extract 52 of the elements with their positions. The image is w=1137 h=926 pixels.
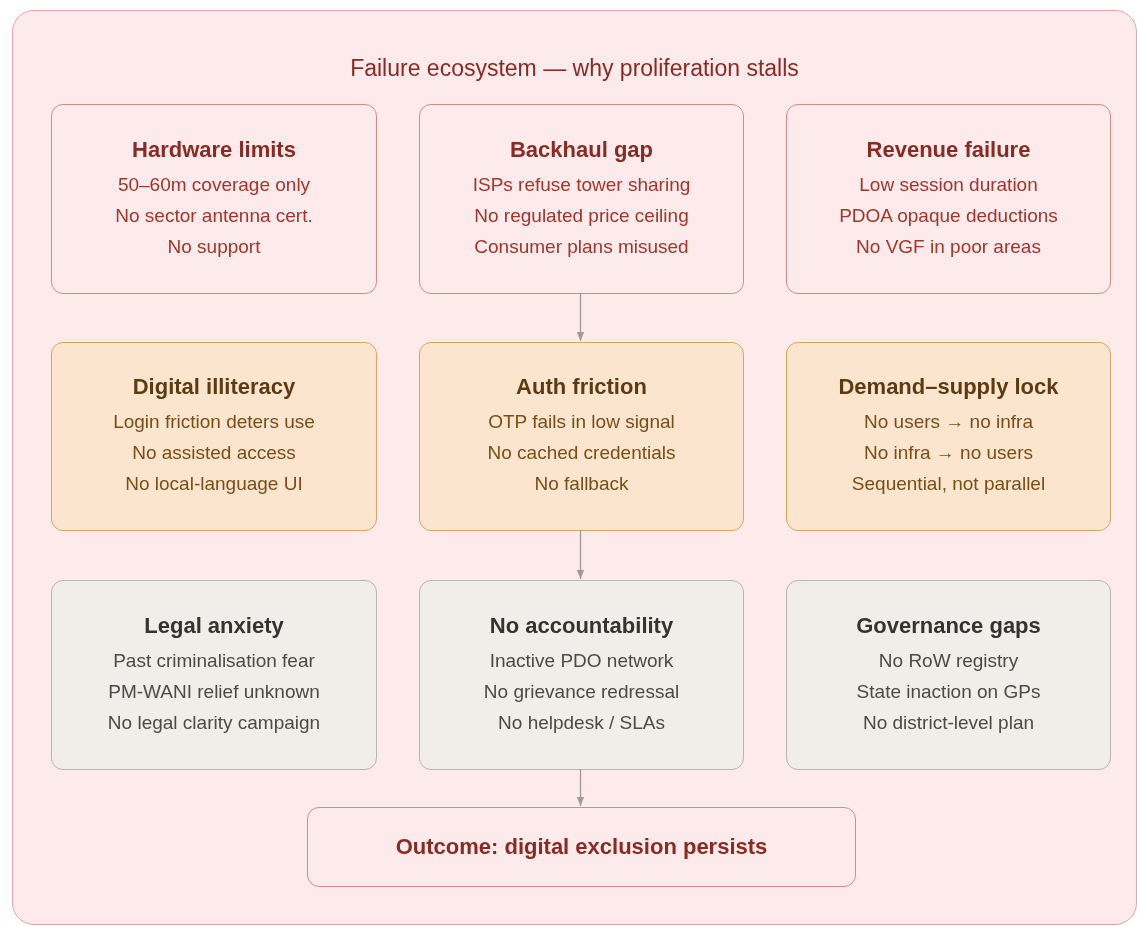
box-heading: Revenue failure (866, 136, 1031, 163)
box-text: No support (167, 234, 261, 259)
box-heading: No accountability (489, 612, 674, 639)
box-text: No fallback (534, 472, 629, 496)
problem-box (786, 580, 1111, 770)
arrow (576, 768, 585, 807)
problem-box (51, 342, 377, 531)
problem-box (419, 104, 744, 294)
box-heading: Digital illiteracy (132, 374, 296, 400)
box-text: No sector antenna cert. (115, 203, 313, 228)
box-text: Inactive PDO network (489, 648, 674, 673)
problem-box (786, 342, 1111, 531)
problem-box (786, 104, 1111, 294)
box-heading: Legal anxiety (144, 612, 284, 639)
arrow (576, 529, 585, 580)
box-text: State inaction on GPs (856, 679, 1041, 704)
box-text: ISPs refuse tower sharing (472, 172, 691, 197)
box-text: PDOA opaque deductions (839, 203, 1058, 228)
panel-background (12, 10, 1137, 925)
box-text: No infra → no users (864, 441, 1033, 465)
box-text: Low session duration (859, 172, 1038, 197)
box-text: No regulated price ceiling (474, 203, 689, 228)
box-text: No helpdesk / SLAs (498, 710, 665, 735)
box-text: Consumer plans misused (474, 234, 689, 259)
box-text: 50–60m coverage only (117, 172, 311, 197)
problem-box (51, 104, 377, 294)
box-text: Sequential, not parallel (851, 472, 1046, 496)
box-heading: Backhaul gap (509, 136, 653, 163)
box-heading: Demand–supply lock (838, 374, 1059, 400)
box-heading: Hardware limits (132, 136, 296, 163)
box-text: No VGF in poor areas (856, 234, 1041, 259)
box-text: No legal clarity campaign (107, 710, 321, 735)
problem-box (51, 580, 377, 770)
problem-box (419, 342, 744, 531)
box-text: No local-language UI (125, 472, 303, 496)
panel-heading: Failure ecosystem — why proliferation stalls (350, 55, 799, 82)
box-heading: Auth friction (516, 374, 647, 400)
box-text: PM-WANI relief unknown (108, 679, 320, 704)
box-text: Past criminalisation fear (113, 648, 315, 673)
box-text: No district-level plan (862, 710, 1035, 735)
box-text: No users → no infra (864, 410, 1033, 434)
outcome-text: Outcome: digital exclusion persists (395, 834, 768, 860)
box-text: Login friction deters use (113, 410, 315, 434)
box-heading: Governance gaps (856, 612, 1041, 639)
box-text: No assisted access (132, 441, 296, 465)
problem-box (419, 580, 744, 770)
box-text: No grievance redressal (483, 679, 680, 704)
box-text: No RoW registry (878, 648, 1019, 673)
outcome-box (307, 807, 856, 887)
box-text: No cached credentials (487, 441, 676, 465)
arrow (576, 292, 585, 342)
box-text: OTP fails in low signal (488, 410, 675, 434)
